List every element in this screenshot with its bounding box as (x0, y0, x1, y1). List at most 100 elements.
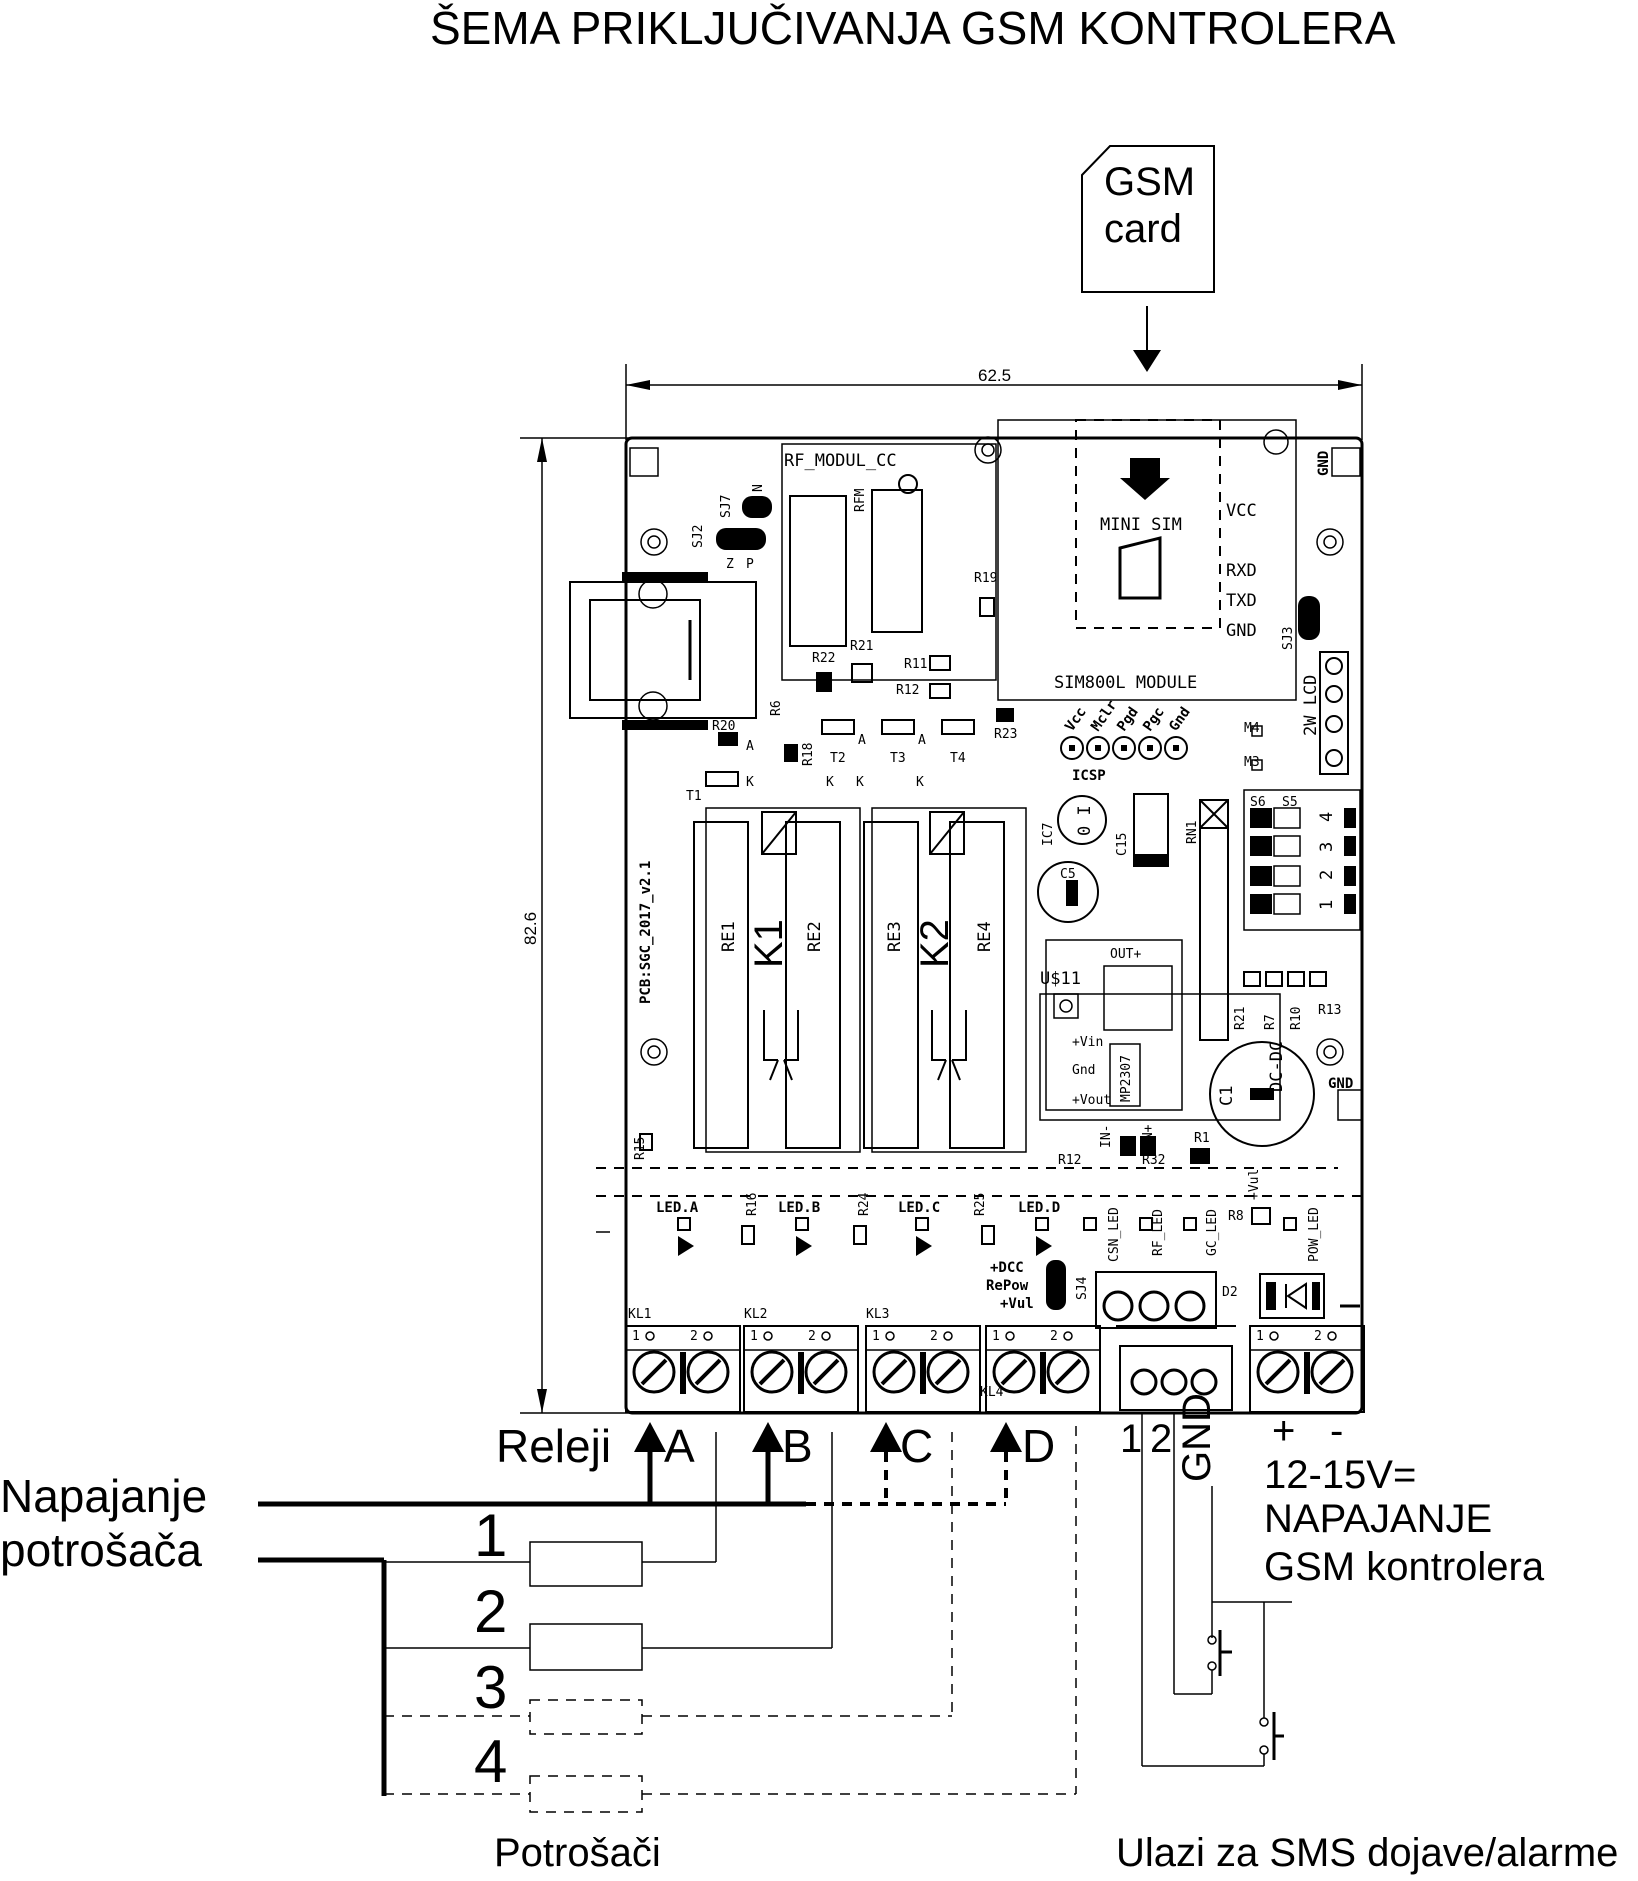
center-components: 0 I IC7 C5 C15 RN1 (1037, 793, 1229, 1041)
rfm-label: RFM (853, 488, 868, 512)
led (915, 1217, 929, 1231)
sim-pin-gnd: GND (1226, 621, 1257, 641)
terminal-pin-1: 1 (872, 1329, 880, 1344)
t-pin-k2: K (826, 775, 834, 790)
output-leds: LED.A LED.B LED.C LED.D CSN_LED RF_LED G… (656, 1169, 1322, 1312)
led-a-label: LED.A (656, 1200, 699, 1216)
r19-label: R21 (1233, 1007, 1248, 1030)
sim800l-module: MINI SIM VCC RXD TXD GND SIM800L MODULE (997, 419, 1297, 701)
r10-label: R10 (1289, 1007, 1304, 1030)
terminal-pin-2: 2 (808, 1329, 816, 1344)
terminal-pin-2: 2 (1050, 1329, 1058, 1344)
dip-toggle (1250, 836, 1272, 856)
r21-label: R21 (850, 639, 873, 654)
dip-toggle (1250, 808, 1272, 828)
dimension-width: 62.5 (625, 364, 1363, 440)
r20-label: R20 (712, 719, 735, 734)
rf-module: RF_MODUL_CC RFM (781, 443, 997, 681)
c15-label: C15 (1115, 833, 1130, 856)
sj4-opt-dcc: +DCC (990, 1260, 1024, 1276)
icsp-pin-gnd: Gnd (1166, 704, 1194, 734)
d2-label: D2 (1222, 1285, 1238, 1300)
sj3-label: SJ3 (1281, 627, 1296, 650)
r13-label: R13 (1318, 1003, 1341, 1018)
r32-label: R32 (1142, 1153, 1165, 1168)
sj4-opt-repow: RePow (986, 1278, 1029, 1294)
t4-label: T4 (950, 751, 966, 766)
jumper-sj2-sj7: SJ2 SJ7 Z P N SJ3 (691, 484, 1320, 650)
converter-out: OUT+ (1110, 947, 1141, 962)
gsm-card-line2: card (1104, 207, 1182, 251)
consumer-1: 1 (474, 1502, 507, 1569)
icsp-pin-vcc: Vcc (1062, 704, 1090, 734)
terminal-block (743, 1325, 859, 1413)
sj7-label: SJ7 (719, 495, 734, 518)
input-2: 2 (1150, 1417, 1172, 1461)
r8-label: R8 (1228, 1209, 1244, 1224)
r16-label: R16 (745, 1193, 760, 1216)
rj-connector (569, 572, 757, 730)
terminal-pin-1: 1 (992, 1329, 1000, 1344)
converter-dcdc: DC-DC (1267, 1041, 1287, 1092)
r6-label: R6 (769, 700, 784, 716)
releji-label: Releji (496, 1420, 611, 1472)
r24-label: R24 (857, 1192, 872, 1216)
led-b-label: LED.B (778, 1200, 820, 1216)
relay-k1: K1 (747, 919, 791, 968)
lcd-header: 2W_LCD (1301, 651, 1349, 775)
resistor-pad (741, 1225, 755, 1245)
sim-pin-txd: TXD (1226, 591, 1257, 611)
mounting-holes (640, 429, 1344, 1066)
terminal-pin-1: 1 (750, 1329, 758, 1344)
t2-label: T2 (830, 751, 846, 766)
converter-name: U$11 (1040, 969, 1081, 989)
t-pin-k1: K (746, 775, 754, 790)
relay-re2: RE2 (805, 921, 825, 952)
dip-4: 4 (1317, 812, 1337, 822)
sj4-label: SJ4 (1075, 1276, 1090, 1300)
power-line1: 12-15V= (1264, 1453, 1416, 1497)
output-d: D (1022, 1420, 1055, 1472)
consumer-3: 3 (474, 1654, 507, 1721)
kl2-label: KL2 (744, 1307, 767, 1322)
status-led-rf: RF_LED (1151, 1209, 1166, 1256)
terminal-screw (750, 1350, 794, 1394)
icsp-pin (1138, 736, 1162, 760)
resistor-pad (853, 1225, 867, 1245)
r1-label: R1 (1194, 1131, 1210, 1146)
c1-label: C1 (1217, 1086, 1237, 1106)
small-components: R15 R20 R22 R21 R11 R12 R19 R6 R18 R23 R… (633, 571, 1341, 1225)
terminal-block (625, 1325, 741, 1413)
terminal-screw (1310, 1350, 1354, 1394)
sim-pin-rxd: RXD (1226, 561, 1257, 581)
led-d-label: LED.D (1018, 1200, 1060, 1216)
gsm-card-line1: GSM (1104, 160, 1195, 204)
r17-label: R18 (801, 743, 816, 766)
terminal-screw (926, 1350, 970, 1394)
jumper-n: N (751, 484, 766, 492)
t-pin-k3: K (856, 775, 864, 790)
gnd-right-label: GND (1328, 1076, 1353, 1092)
r25-label: R25 (973, 1193, 988, 1216)
m3-label: M3 (1244, 755, 1260, 770)
status-led (1083, 1217, 1097, 1231)
status-led-csn: CSN_LED (1107, 1207, 1122, 1262)
t-pin-k4: K (916, 775, 924, 790)
ic7-label: IC7 (1041, 823, 1056, 846)
status-led (1139, 1217, 1153, 1231)
s5-label: S5 (1282, 795, 1298, 810)
terminal-pin-1: 1 (632, 1329, 640, 1344)
r7-label: R7 (1263, 1014, 1278, 1030)
dip-2: 2 (1317, 870, 1337, 880)
jumper-z: Z (726, 557, 734, 572)
external-wiring: Releji A B C D Napajanje potrošača (0, 1393, 1618, 1875)
power-line2: NAPAJANJE (1264, 1497, 1492, 1541)
terminal-pin-2: 2 (690, 1329, 698, 1344)
pcb-name: PCB:SGC_2017_v2.1 (638, 861, 654, 1004)
r23-label: R23 (994, 727, 1017, 742)
converter-gnd: Gnd (1072, 1063, 1095, 1078)
led-c-label: LED.C (898, 1200, 940, 1216)
t-pin-a3: A (918, 733, 926, 748)
